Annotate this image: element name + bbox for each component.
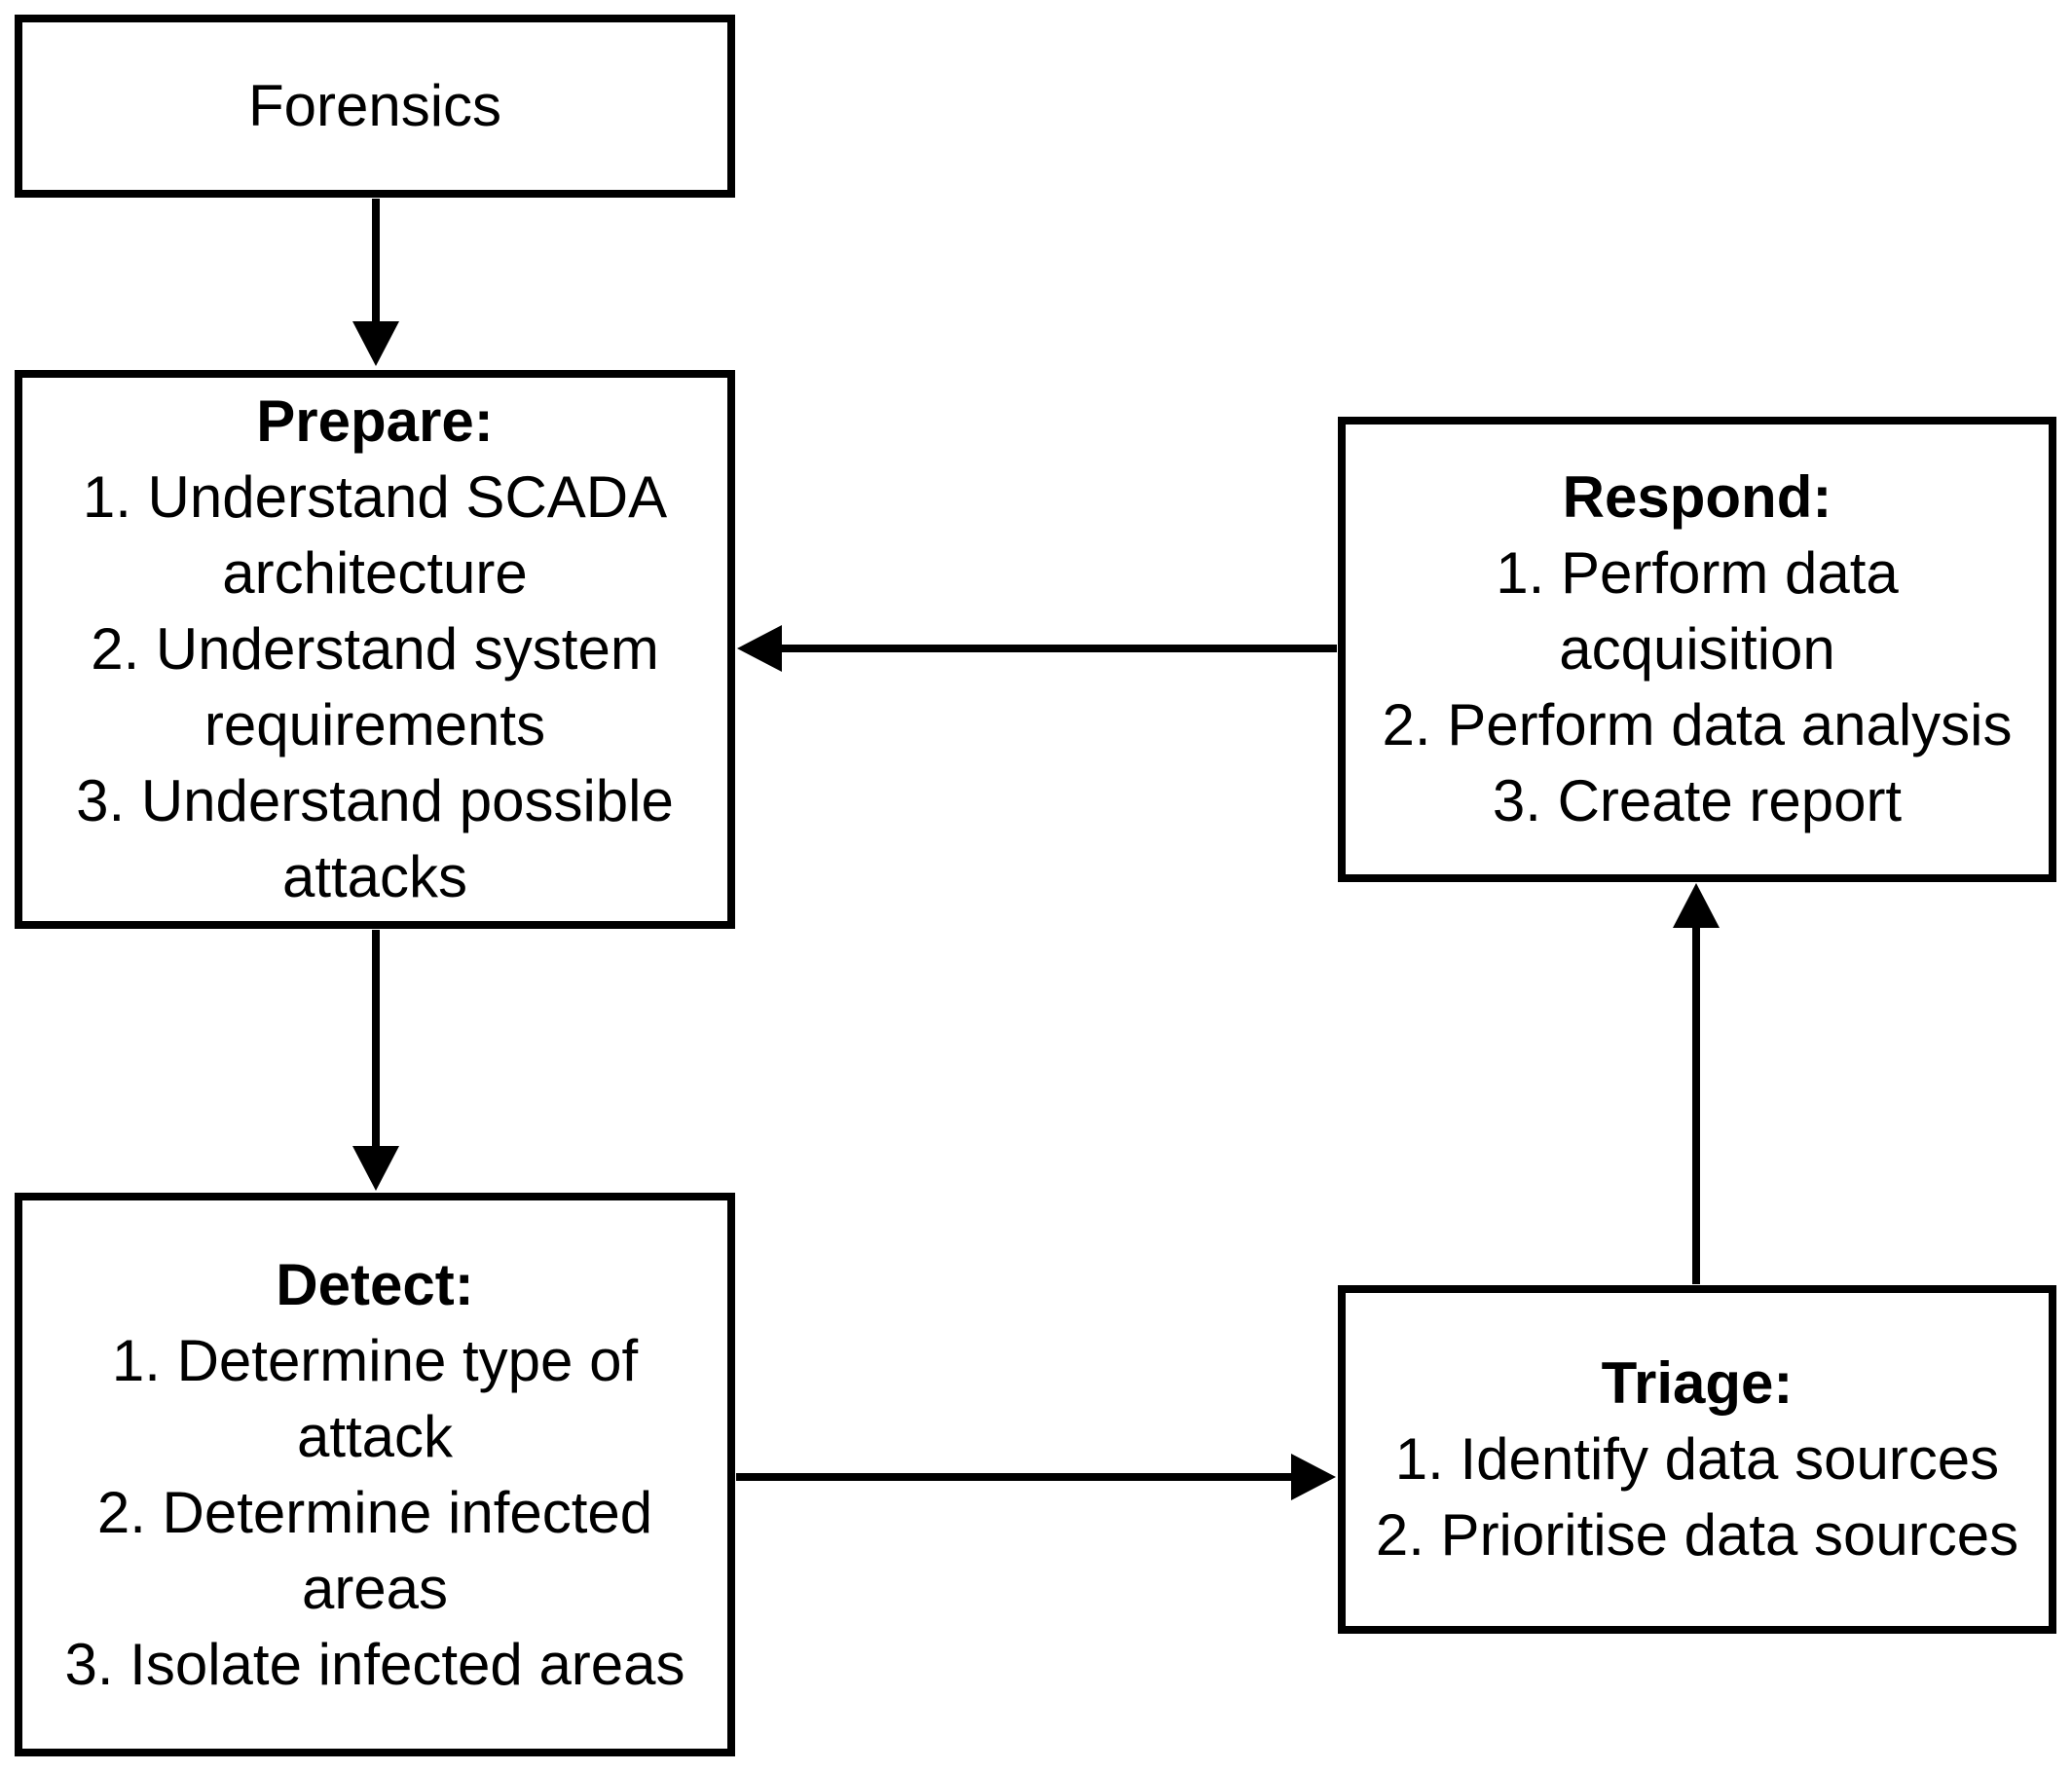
list-item-line: 3. Isolate infected areas [64,1631,685,1697]
list-item-line: 1. Perform data [1496,540,1899,606]
list-item-line: architecture [222,540,528,606]
box-title: Respond: [1562,464,1832,530]
box-title: Prepare: [256,388,494,454]
list-item-line: attacks [281,844,468,909]
list-item-line: 2. Perform data analysis [1382,692,2013,757]
box-lines: 1. Understand SCADA architecture 2. Unders… [76,460,674,915]
list-item-line: attack [296,1403,454,1469]
arrow-respond-to-prepare [737,625,1337,672]
list-item-line: acquisition [1559,616,1835,682]
arrow-forensics-to-prepare [352,199,399,366]
list-item-line: 1. Identify data sources [1394,1426,2000,1492]
arrow-triage-to-respond [1673,883,1720,1284]
flowchart-box-forensics: Forensics [15,15,735,198]
list-item-line: 1. Determine type of [111,1327,639,1393]
box-lines: 1. Perform data acquisition 2. Perform dat… [1383,535,2013,839]
list-item-line: 3. Understand possible [76,768,674,833]
arrow-detect-to-triage [736,1454,1336,1500]
arrow-prepare-to-detect [352,930,399,1191]
box-lines: 1. Identify data sources 2. Prioritise da… [1376,1421,2018,1573]
list-item-line: 1. Understand SCADA [82,464,668,530]
box-title: Detect: [276,1251,474,1317]
list-item-line: 3. Create report [1492,768,1903,833]
flowchart-box-respond: Respond: 1. Perform data acquisition 2. Pe… [1338,417,2056,882]
flowchart-box-triage: Triage: 1. Identify data sources 2. Prior… [1338,1285,2056,1634]
box-lines: 1. Determine type of attack 2. Determine i… [64,1323,684,1703]
list-item-line: 2. Understand system [91,616,659,682]
list-item-line: 2. Determine infected [96,1479,653,1545]
flowchart-box-prepare: Prepare: 1. Understand SCADA architecture… [15,370,735,929]
flowchart-box-detect: Detect: 1. Determine type of attack 2. Det… [15,1193,735,1756]
list-item-line: areas [301,1555,449,1621]
list-item-line: 2. Prioritise data sources [1375,1502,2019,1568]
box-title: Triage: [1601,1350,1794,1416]
list-item-line: requirements [204,692,546,757]
box-title: Forensics [247,73,502,138]
